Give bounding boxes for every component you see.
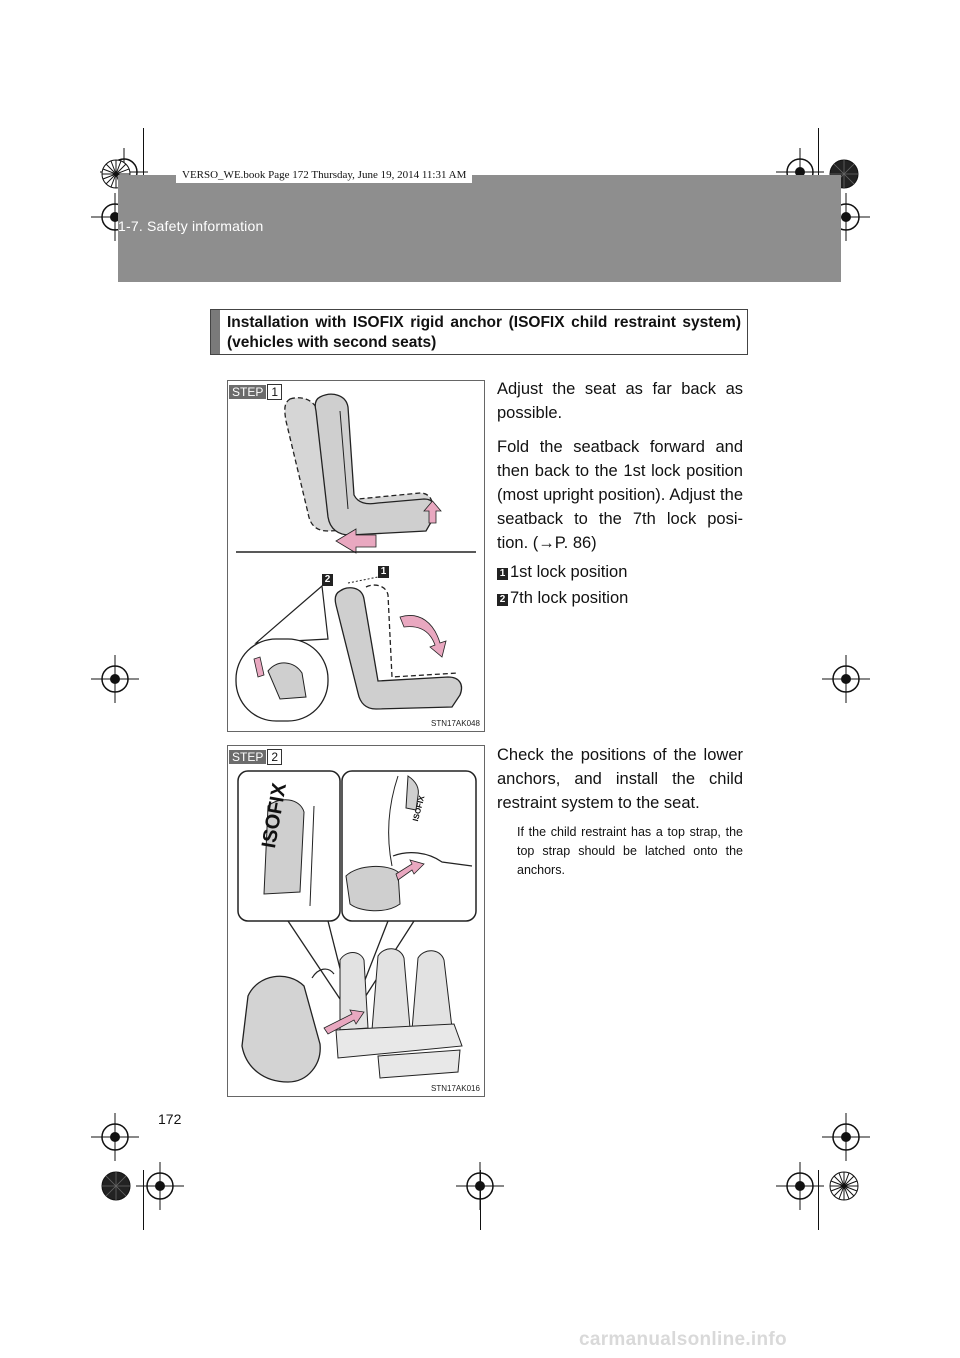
callout-2: 2 [322,574,333,586]
step2-figure-code: STN17AK016 [431,1084,480,1093]
crop-line-left-vertical-bottom [143,1170,144,1230]
heading-accent-bar [211,310,220,354]
crop-line-right-vertical [818,128,819,188]
crop-line-right-vertical-bottom [818,1170,819,1230]
section-heading: Installation with ISOFIX rigid anchor (I… [227,314,741,351]
section-title: 1-7. Safety information [118,218,264,234]
legend-num-1: 1 [497,568,508,580]
registration-mark-bottom-right [776,1162,824,1210]
step2-label: STEP [229,750,267,764]
step2-text: Check the positions of the lower anchors… [497,743,743,880]
seat-adjust-illustration [235,393,476,722]
registration-mark-right-mid [822,655,870,703]
step2-note: If the child restraint has a top strap, … [517,825,743,877]
step1-figure-code: STN17AK048 [431,719,480,728]
legend-num-2: 2 [497,594,508,606]
step1-paragraph-1: Adjust the seat as far back as possible. [497,380,743,422]
step1-text: Adjust the seat as far back as possible.… [497,377,743,609]
section-heading-box: Installation with ISOFIX rigid anchor (I… [210,309,748,355]
isofix-install-illustration [237,770,477,1083]
starburst-mark-bottom-right [829,1171,859,1201]
legend-label-1: 1st lock position [510,563,628,581]
step2-number: 2 [267,749,283,765]
registration-mark-left-bottom [91,1113,139,1161]
crop-line-center-vertical-bottom [480,1170,481,1230]
page-number: 172 [158,1111,182,1127]
registration-mark-left-top [91,193,139,241]
starburst-mark-bottom-left [101,1171,131,1201]
header-band [118,175,841,282]
step1-number: 1 [267,384,283,400]
crop-line-left-vertical [143,128,144,188]
book-stamp: VERSO_WE.book Page 172 Thursday, June 19… [176,167,473,183]
legend-label-2: 7th lock position [510,589,629,607]
registration-mark-right-bottom [822,1113,870,1161]
registration-mark-left-mid [91,655,139,703]
step1-paragraph-2: Fold the seatback forward and then back … [497,438,743,552]
step1-label: STEP [229,385,267,399]
registration-mark-bottom-left [136,1162,184,1210]
watermark: carmanualsonline.info [579,1329,787,1350]
step2-paragraph: Check the positions of the lower anchors… [497,746,743,812]
callout-1: 1 [378,566,389,578]
